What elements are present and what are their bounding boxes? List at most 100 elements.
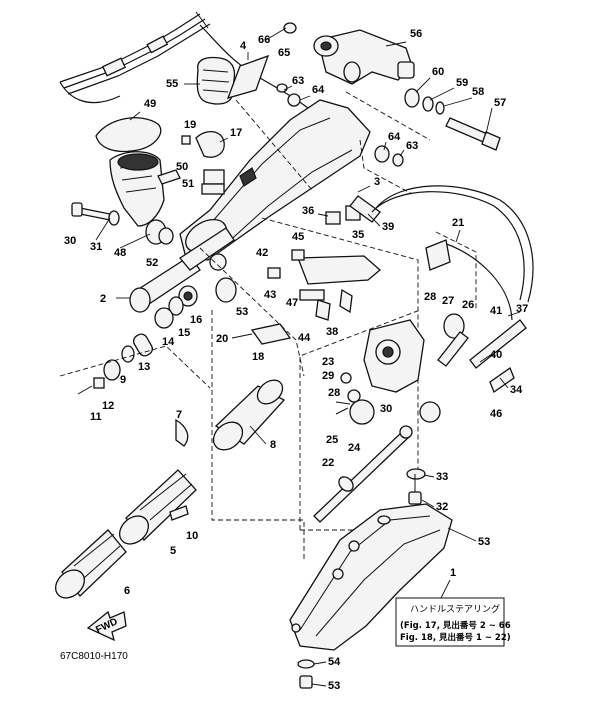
callout-1: 1 (450, 567, 456, 579)
lever-18-part (231, 323, 292, 345)
callout-36: 35 (352, 229, 364, 241)
callout-50: 49 (144, 98, 156, 110)
callout-5: 5 (170, 545, 176, 557)
callout-49: 48 (114, 247, 126, 259)
bolt-31-part (71, 202, 111, 221)
fittings-63-66 (276, 22, 404, 167)
callout-11: 11 (90, 411, 102, 423)
washer-32-part (108, 210, 120, 226)
leader-lines (95, 27, 521, 687)
shift-rod-22-part (313, 425, 413, 523)
callout-40: 39 (382, 221, 394, 233)
friction-knob-17-part (181, 131, 225, 158)
callout-12: 12 (102, 400, 114, 412)
screw-51-part (157, 169, 181, 185)
spring-7-part (175, 418, 189, 447)
callout-48: 47 (286, 297, 298, 309)
callout-62: 60 (432, 66, 444, 78)
callout-17: 17 (230, 127, 242, 139)
callout-21: 21 (452, 217, 464, 229)
assembly-ref-2: Fig. 18, 見出番号 1 ~ 22) (400, 632, 511, 643)
callout-16: 16 (190, 314, 202, 326)
callout-57: 55 (166, 78, 178, 90)
callout-61: 59 (456, 77, 468, 89)
callout-66: 66 (258, 34, 270, 46)
grip-6-part (55, 529, 127, 599)
callout-55: 53 (328, 680, 340, 692)
callout-56: 54 (328, 656, 341, 668)
assembly-ref-1: (Fig. 17, 見出番号 2 ~ 66 (400, 620, 511, 631)
washer-34-part (406, 468, 426, 480)
callout-3: 3 (374, 176, 380, 188)
throttle-cable-bundle (59, 11, 321, 119)
callout-14: 14 (162, 336, 175, 348)
callout-15: 15 (178, 327, 190, 339)
shift-mechanism-part (335, 313, 469, 425)
callout-30a: 29 (322, 370, 334, 382)
callout-10: 10 (186, 530, 198, 542)
callout-28: 28 (328, 387, 340, 399)
callout-53b: 53 (236, 306, 248, 318)
bushing-53b-part (215, 277, 237, 303)
callout-19: 19 (184, 119, 196, 131)
washer-56-part (297, 659, 315, 669)
grip-5-part (119, 469, 197, 545)
callout-39: 38 (326, 326, 338, 338)
callout-60: 58 (472, 86, 484, 98)
callout-63b: 63 (406, 140, 418, 152)
callout-22: 22 (322, 457, 334, 469)
label-52b-part (201, 183, 225, 195)
grip-8-part (212, 379, 286, 451)
base-bracket-part (289, 503, 453, 651)
drawing-code: 67C8010-H170 (60, 651, 128, 662)
callout-2: 2 (100, 293, 106, 305)
washer-62-part (404, 88, 420, 108)
callout-38: 37 (516, 303, 528, 315)
callout-37: 36 (302, 205, 314, 217)
callout-29: 28 (424, 291, 436, 303)
screw-10-part (169, 505, 189, 521)
callout-35: 34 (510, 384, 523, 396)
cover-plate-part (226, 54, 270, 99)
shift-cable-part (371, 185, 534, 394)
callout-41: 40 (490, 349, 502, 361)
assembly-info-box: ハンドルステアリング (Fig. 17, 見出番号 2 ~ 66 Fig. 18… (395, 597, 511, 647)
callout-43: 42 (256, 247, 268, 259)
reference-lines (59, 91, 477, 560)
bolt-55-part (299, 675, 313, 689)
washers-13-16-part (77, 285, 198, 395)
throttle-grip-part (95, 117, 165, 227)
callout-59: 57 (494, 97, 506, 109)
callout-46: 45 (292, 231, 304, 243)
label-52-part (203, 169, 225, 185)
fwd-arrow-icon: FWD (86, 610, 127, 642)
callout-4: 4 (240, 40, 247, 52)
callout-45: 44 (298, 332, 311, 344)
callout-13: 13 (138, 361, 150, 373)
bolt-59-part (445, 117, 501, 151)
callout-31: 30 (64, 235, 76, 247)
callout-51: 50 (176, 161, 188, 173)
bolt-33-part (408, 474, 422, 505)
callout-32: 31 (90, 241, 102, 253)
callout-63a: 63 (292, 75, 304, 87)
callout-labels: 66 65 4 56 55 63 64 60 59 58 57 49 19 17… (64, 28, 528, 692)
callout-8: 8 (270, 439, 276, 451)
callout-34: 33 (436, 471, 448, 483)
washer-61-part (422, 96, 434, 112)
callout-54: 53 (478, 536, 490, 548)
callout-64a: 64 (312, 84, 325, 96)
callout-26: 26 (462, 299, 474, 311)
assembly-title: ハンドルステアリング (410, 603, 500, 615)
callout-18: 18 (252, 351, 264, 363)
callout-20: 20 (216, 333, 228, 345)
callout-64b: 64 (388, 131, 401, 143)
callout-33: 32 (436, 501, 448, 513)
shift-linkage-part (267, 195, 382, 321)
callout-27: 27 (442, 295, 454, 307)
callout-30b: 30 (380, 403, 392, 415)
callout-7: 7 (176, 409, 182, 421)
throttle-shaft-part (129, 227, 235, 313)
callout-53a: 52 (146, 257, 158, 269)
